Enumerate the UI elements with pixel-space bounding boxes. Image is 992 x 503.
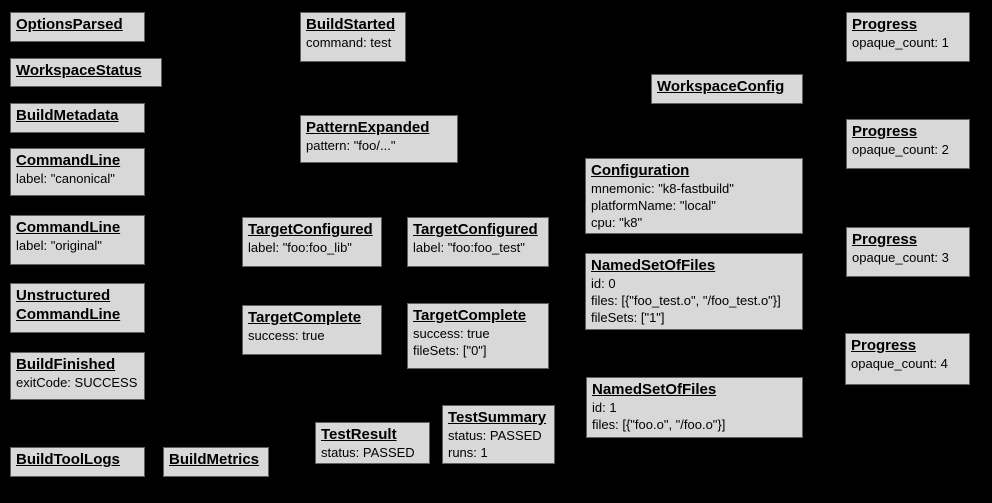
node-property: label: "canonical" [16,171,115,186]
node-test-summary: TestSummary status: PASSED runs: 1 [442,405,555,464]
node-named-set-of-files-0: NamedSetOfFiles id: 0 files: [{"foo_test.o… [585,253,803,330]
node-property: status: PASSED [321,445,415,460]
node-title: PatternExpanded [306,119,430,136]
node-property: status: PASSED [448,428,542,443]
node-title: TestResult [321,426,397,443]
node-property: opaque_count: 1 [852,35,949,50]
node-progress-4: Progress opaque_count: 4 [845,333,970,385]
node-title: Progress [852,16,918,33]
node-build-tool-logs: BuildToolLogs [10,447,145,477]
node-build-started: BuildStarted command: test [300,12,406,62]
node-build-finished: BuildFinished exitCode: SUCCESS [10,352,145,400]
node-title: BuildToolLogs [16,451,120,468]
node-title: TargetConfigured [413,221,538,238]
node-property: exitCode: SUCCESS [16,375,138,390]
node-build-metadata: BuildMetadata [10,103,145,133]
node-property: fileSets: ["1"] [591,310,665,325]
node-progress-2: Progress opaque_count: 2 [846,119,970,169]
node-property: opaque_count: 2 [852,142,949,157]
node-target-complete-foo-lib: TargetComplete success: true [242,305,382,355]
node-property: id: 0 [591,276,616,291]
node-title: TargetComplete [413,307,527,324]
node-test-result: TestResult status: PASSED [315,422,430,464]
node-build-metrics: BuildMetrics [163,447,269,477]
node-property: id: 1 [592,400,617,415]
node-pattern-expanded: PatternExpanded pattern: "foo/..." [300,115,458,163]
node-command-line-canonical: CommandLine label: "canonical" [10,148,145,196]
node-property: platformName: "local" [591,198,716,213]
node-title: TargetComplete [248,309,362,326]
node-title: Configuration [591,162,690,179]
node-configuration: Configuration mnemonic: "k8-fastbuild" pla… [585,158,803,234]
node-title: BuildFinished [16,356,116,373]
node-property: cpu: "k8" [591,215,643,230]
node-workspace-status: WorkspaceStatus [10,58,162,87]
node-title: Progress [852,231,918,248]
node-property: runs: 1 [448,445,488,460]
node-unstructured-command-line: Unstructured CommandLine [10,283,145,333]
node-title: CommandLine [16,219,121,236]
node-property: success: true [413,326,490,341]
node-title: BuildStarted [306,16,396,33]
node-title: BuildMetrics [169,451,260,468]
node-target-complete-foo-test: TargetComplete success: true fileSets: ["0… [407,303,549,369]
node-target-configured-foo-test: TargetConfigured label: "foo:foo_test" [407,217,549,267]
node-property: pattern: "foo/..." [306,138,396,153]
node-title: Unstructured CommandLine [16,287,121,323]
node-title: WorkspaceStatus [16,62,142,79]
node-property: opaque_count: 3 [852,250,949,265]
node-property: label: "foo:foo_lib" [248,240,352,255]
node-workspace-config: WorkspaceConfig [651,74,803,104]
node-progress-3: Progress opaque_count: 3 [846,227,970,277]
node-property: command: test [306,35,392,50]
node-target-configured-foo-lib: TargetConfigured label: "foo:foo_lib" [242,217,382,267]
node-title: WorkspaceConfig [657,78,785,95]
node-property: mnemonic: "k8-fastbuild" [591,181,734,196]
node-title: NamedSetOfFiles [592,381,717,398]
node-title: BuildMetadata [16,107,119,124]
node-title: Progress [852,123,918,140]
node-title: TestSummary [448,409,547,426]
node-property: opaque_count: 4 [851,356,948,371]
node-options-parsed: OptionsParsed [10,12,145,42]
node-property: files: [{"foo_test.o", "/foo_test.o"}] [591,293,781,308]
node-title: CommandLine [16,152,121,169]
node-property: fileSets: ["0"] [413,343,487,358]
node-named-set-of-files-1: NamedSetOfFiles id: 1 files: [{"foo.o", "/… [586,377,803,438]
node-title: TargetConfigured [248,221,373,238]
node-title: Progress [851,337,917,354]
node-property: label: "foo:foo_test" [413,240,525,255]
node-property: files: [{"foo.o", "/foo.o"}] [592,417,726,432]
node-title: NamedSetOfFiles [591,257,716,274]
node-title: OptionsParsed [16,16,123,33]
node-property: label: "original" [16,238,102,253]
node-property: success: true [248,328,325,343]
node-command-line-original: CommandLine label: "original" [10,215,145,265]
node-progress-1: Progress opaque_count: 1 [846,12,970,62]
